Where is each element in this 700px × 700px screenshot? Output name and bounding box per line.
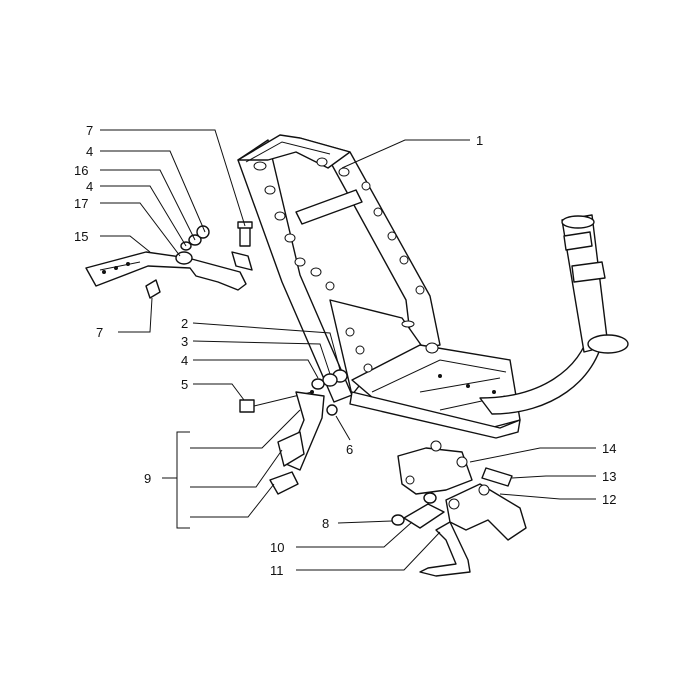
side-stand-assembly — [85, 221, 253, 299]
center-stand-small-parts — [239, 369, 348, 495]
callout-12: 12 — [602, 492, 616, 507]
callout-15: 15 — [74, 229, 88, 244]
callout-6: 6 — [346, 442, 353, 457]
callout-16: 16 — [74, 163, 88, 178]
callout-10: 10 — [270, 540, 284, 555]
callout-13: 13 — [602, 469, 616, 484]
callout-8: 8 — [322, 516, 329, 531]
callout-4a: 4 — [86, 144, 93, 159]
callout-17: 17 — [74, 196, 88, 211]
callout-2: 2 — [181, 316, 188, 331]
callout-labels: 1 2 3 4 4 4 5 6 7 7 8 9 10 11 12 13 14 1… — [74, 123, 616, 578]
callout-1: 1 — [476, 133, 483, 148]
leader-lines — [100, 129, 596, 571]
scooter-frame — [237, 134, 629, 439]
callout-4c: 4 — [181, 353, 188, 368]
callout-11: 11 — [270, 563, 284, 578]
callout-4b: 4 — [86, 179, 93, 194]
callout-7b: 7 — [96, 325, 103, 340]
callout-3: 3 — [181, 334, 188, 349]
callout-9: 9 — [144, 471, 151, 486]
brackets-and-pins — [391, 440, 527, 577]
callout-5: 5 — [181, 377, 188, 392]
callout-7a: 7 — [86, 123, 93, 138]
callout-14: 14 — [602, 441, 616, 456]
